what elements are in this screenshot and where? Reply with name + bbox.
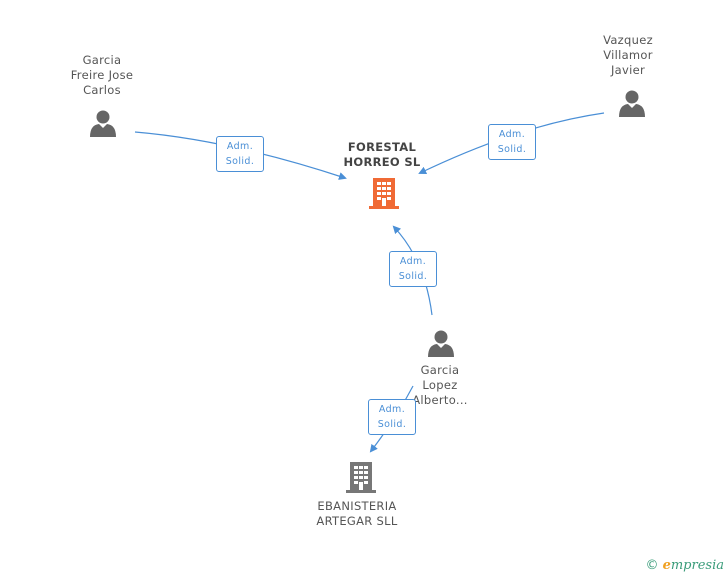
person-right-line2: Villamor (603, 48, 653, 62)
relation-role: Adm. (378, 404, 406, 415)
copyright-symbol: © (645, 558, 659, 573)
person-right-line3: Javier (610, 63, 646, 77)
person-node-bottom[interactable]: Garcia Lopez Alberto... (400, 363, 480, 408)
relation-role: Adm. (498, 129, 526, 140)
relation-badge-bottom-person-main[interactable]: Adm. Solid. (389, 251, 437, 287)
relation-badge-left[interactable]: Adm. Solid. (216, 136, 264, 172)
person-right-label: Vazquez Villamor Javier (580, 33, 676, 78)
person-bottom-line1: Garcia (420, 363, 460, 377)
relation-type: Solid. (377, 419, 407, 430)
company-bottom-name-line2: ARTEGAR SLL (316, 514, 398, 528)
person-left-line3: Carlos (83, 83, 121, 97)
person-left-line2: Freire Jose (70, 68, 134, 82)
relation-type: Solid. (398, 271, 428, 282)
person-left-label: Garcia Freire Jose Carlos (55, 53, 149, 98)
main-company-label: FORESTAL HORREO SL (322, 140, 442, 170)
empresia-logo: empresia (663, 558, 724, 573)
main-company-name-line1: FORESTAL (347, 140, 417, 154)
relation-role: Adm. (226, 141, 254, 152)
company-bottom-label: EBANISTERIA ARTEGAR SLL (297, 499, 417, 529)
building-icon[interactable] (345, 460, 377, 494)
main-company-name-line2: HORREO SL (343, 155, 421, 169)
building-icon[interactable] (368, 176, 400, 210)
person-icon[interactable] (617, 88, 647, 118)
person-bottom-label: Garcia Lopez Alberto... (400, 363, 480, 408)
empresia-logo-initial: e (662, 558, 671, 573)
person-right-line1: Vazquez (603, 33, 653, 47)
person-icon[interactable] (88, 108, 118, 138)
empresia-logo-rest: mpresia (670, 558, 724, 573)
relation-badge-bottom-company[interactable]: Adm. Solid. (368, 399, 416, 435)
person-node-right[interactable]: Vazquez Villamor Javier (580, 33, 676, 78)
relation-type: Solid. (225, 156, 255, 167)
main-company-node[interactable]: FORESTAL HORREO SL (322, 140, 442, 170)
relation-badge-right[interactable]: Adm. Solid. (488, 124, 536, 160)
person-icon[interactable] (426, 328, 456, 358)
person-left-line1: Garcia (82, 53, 122, 67)
empresia-footer[interactable]: © empresia (645, 558, 724, 573)
person-bottom-line3: Alberto... (412, 393, 468, 407)
company-bottom-name-line1: EBANISTERIA (317, 499, 397, 513)
company-node-bottom[interactable]: EBANISTERIA ARTEGAR SLL (297, 499, 417, 529)
person-node-left[interactable]: Garcia Freire Jose Carlos (55, 53, 149, 98)
relation-type: Solid. (497, 144, 527, 155)
relation-role: Adm. (399, 256, 427, 267)
person-bottom-line2: Lopez (422, 378, 458, 392)
